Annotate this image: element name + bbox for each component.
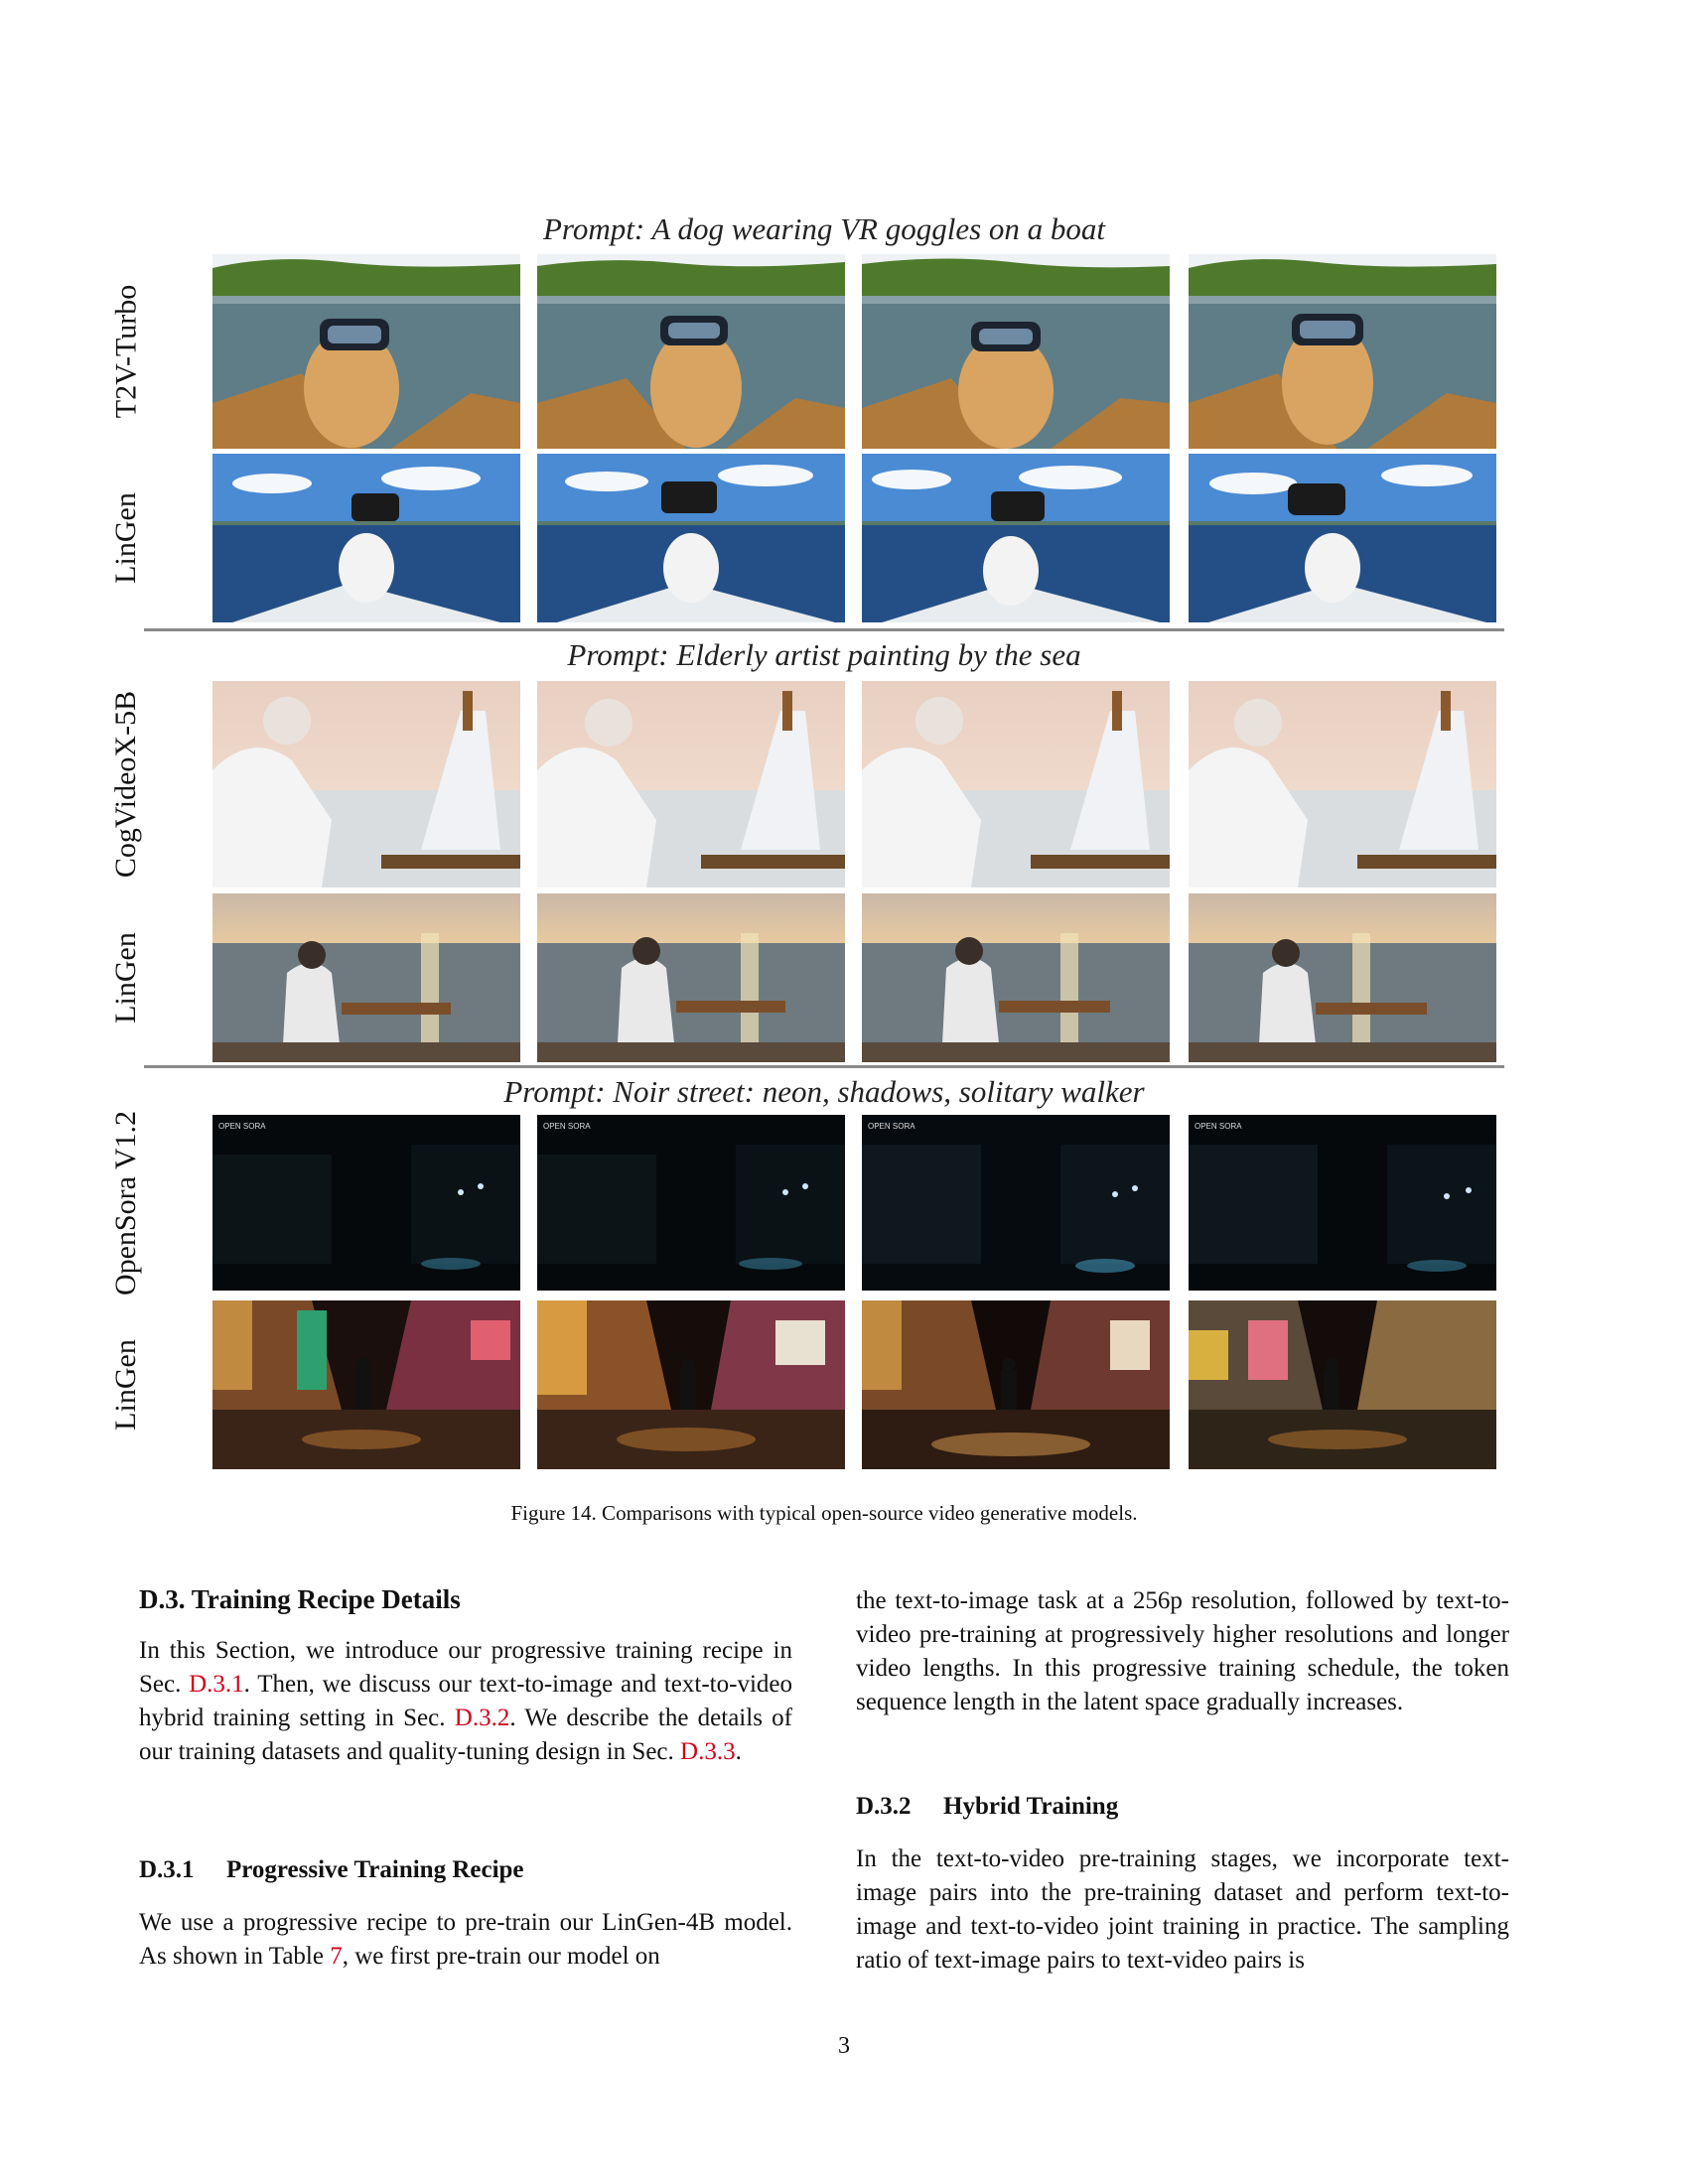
ref-link-d33[interactable]: D.3.3	[680, 1738, 736, 1765]
watermark-opensora: OPEN SORA	[218, 1122, 266, 1131]
frame-lingen-noir-4	[1189, 1300, 1496, 1469]
page-number: 3	[838, 2033, 850, 2059]
prompt-artist: Prompt: Elderly artist painting by the s…	[567, 637, 1081, 672]
watermark-opensora: OPEN SORA	[868, 1122, 915, 1131]
frame-lingen-noir-2	[537, 1300, 845, 1469]
frame-lingen-noir-1	[212, 1300, 520, 1469]
frame-t2v-dog-3	[862, 254, 1170, 449]
frame-cog-artist-2	[537, 681, 845, 887]
frame-lingen-artist-3	[862, 893, 1170, 1062]
frame-t2v-dog-4	[1189, 254, 1496, 449]
frame-lingen-artist-2	[537, 893, 845, 1062]
frame-lingen-dog-4	[1189, 454, 1496, 622]
frame-opensora-noir-3: OPEN SORA	[862, 1115, 1170, 1291]
prompt-dog: Prompt: A dog wearing VR goggles on a bo…	[542, 211, 1106, 246]
frame-lingen-noir-3	[862, 1300, 1170, 1469]
frame-cog-artist-1	[212, 681, 520, 887]
frame-lingen-dog-1	[212, 454, 520, 622]
watermark-opensora: OPEN SORA	[1195, 1122, 1242, 1131]
row-label-lingen: LinGen	[109, 492, 143, 584]
prompt-noir: Prompt: Noir street: neon, shadows, soli…	[503, 1074, 1145, 1109]
frame-lingen-dog-3	[862, 454, 1170, 622]
ref-link-table7[interactable]: 7	[330, 1943, 343, 1970]
row-label-t2v-turbo: T2V-Turbo	[109, 284, 142, 419]
section-intro: In this Section, we introduce our progre…	[139, 1637, 793, 1765]
row-label-lingen: LinGen	[109, 1339, 143, 1431]
frame-lingen-artist-1	[212, 893, 520, 1062]
frame-t2v-dog-1	[212, 254, 520, 449]
row-label-lingen: LinGen	[109, 932, 143, 1024]
frame-cog-artist-4	[1189, 681, 1496, 887]
figure-caption: Figure 14. Comparisons with typical open…	[510, 1501, 1138, 1525]
ref-link-d31[interactable]: D.3.1	[189, 1671, 244, 1698]
frame-opensora-noir-1: OPEN SORA	[212, 1115, 520, 1291]
watermark-opensora: OPEN SORA	[543, 1122, 591, 1131]
frame-opensora-noir-2: OPEN SORA	[537, 1115, 845, 1291]
frame-lingen-dog-2	[537, 454, 845, 622]
frame-opensora-noir-4: OPEN SORA	[1189, 1115, 1496, 1291]
subsection-text-d31: We use a progressive recipe to pre-train…	[139, 1909, 792, 1970]
frame-cog-artist-3	[862, 681, 1170, 887]
ref-link-d32[interactable]: D.3.2	[454, 1705, 510, 1731]
group-divider	[144, 1065, 1504, 1068]
subsection-text-d32: In the text-to-video pre-training stages…	[856, 1845, 1509, 1974]
frame-t2v-dog-2	[537, 254, 845, 449]
group-divider	[144, 628, 1504, 631]
row-label-opensora: OpenSora V1.2	[109, 1110, 142, 1296]
section-heading: D.3. Training Recipe Details	[139, 1584, 461, 1614]
frame-lingen-artist-4	[1189, 893, 1496, 1062]
row-label-cogvideox: CogVideoX-5B	[109, 690, 143, 879]
right-column-continuation: the text-to-image task at a 256p resolut…	[856, 1587, 1509, 1715]
